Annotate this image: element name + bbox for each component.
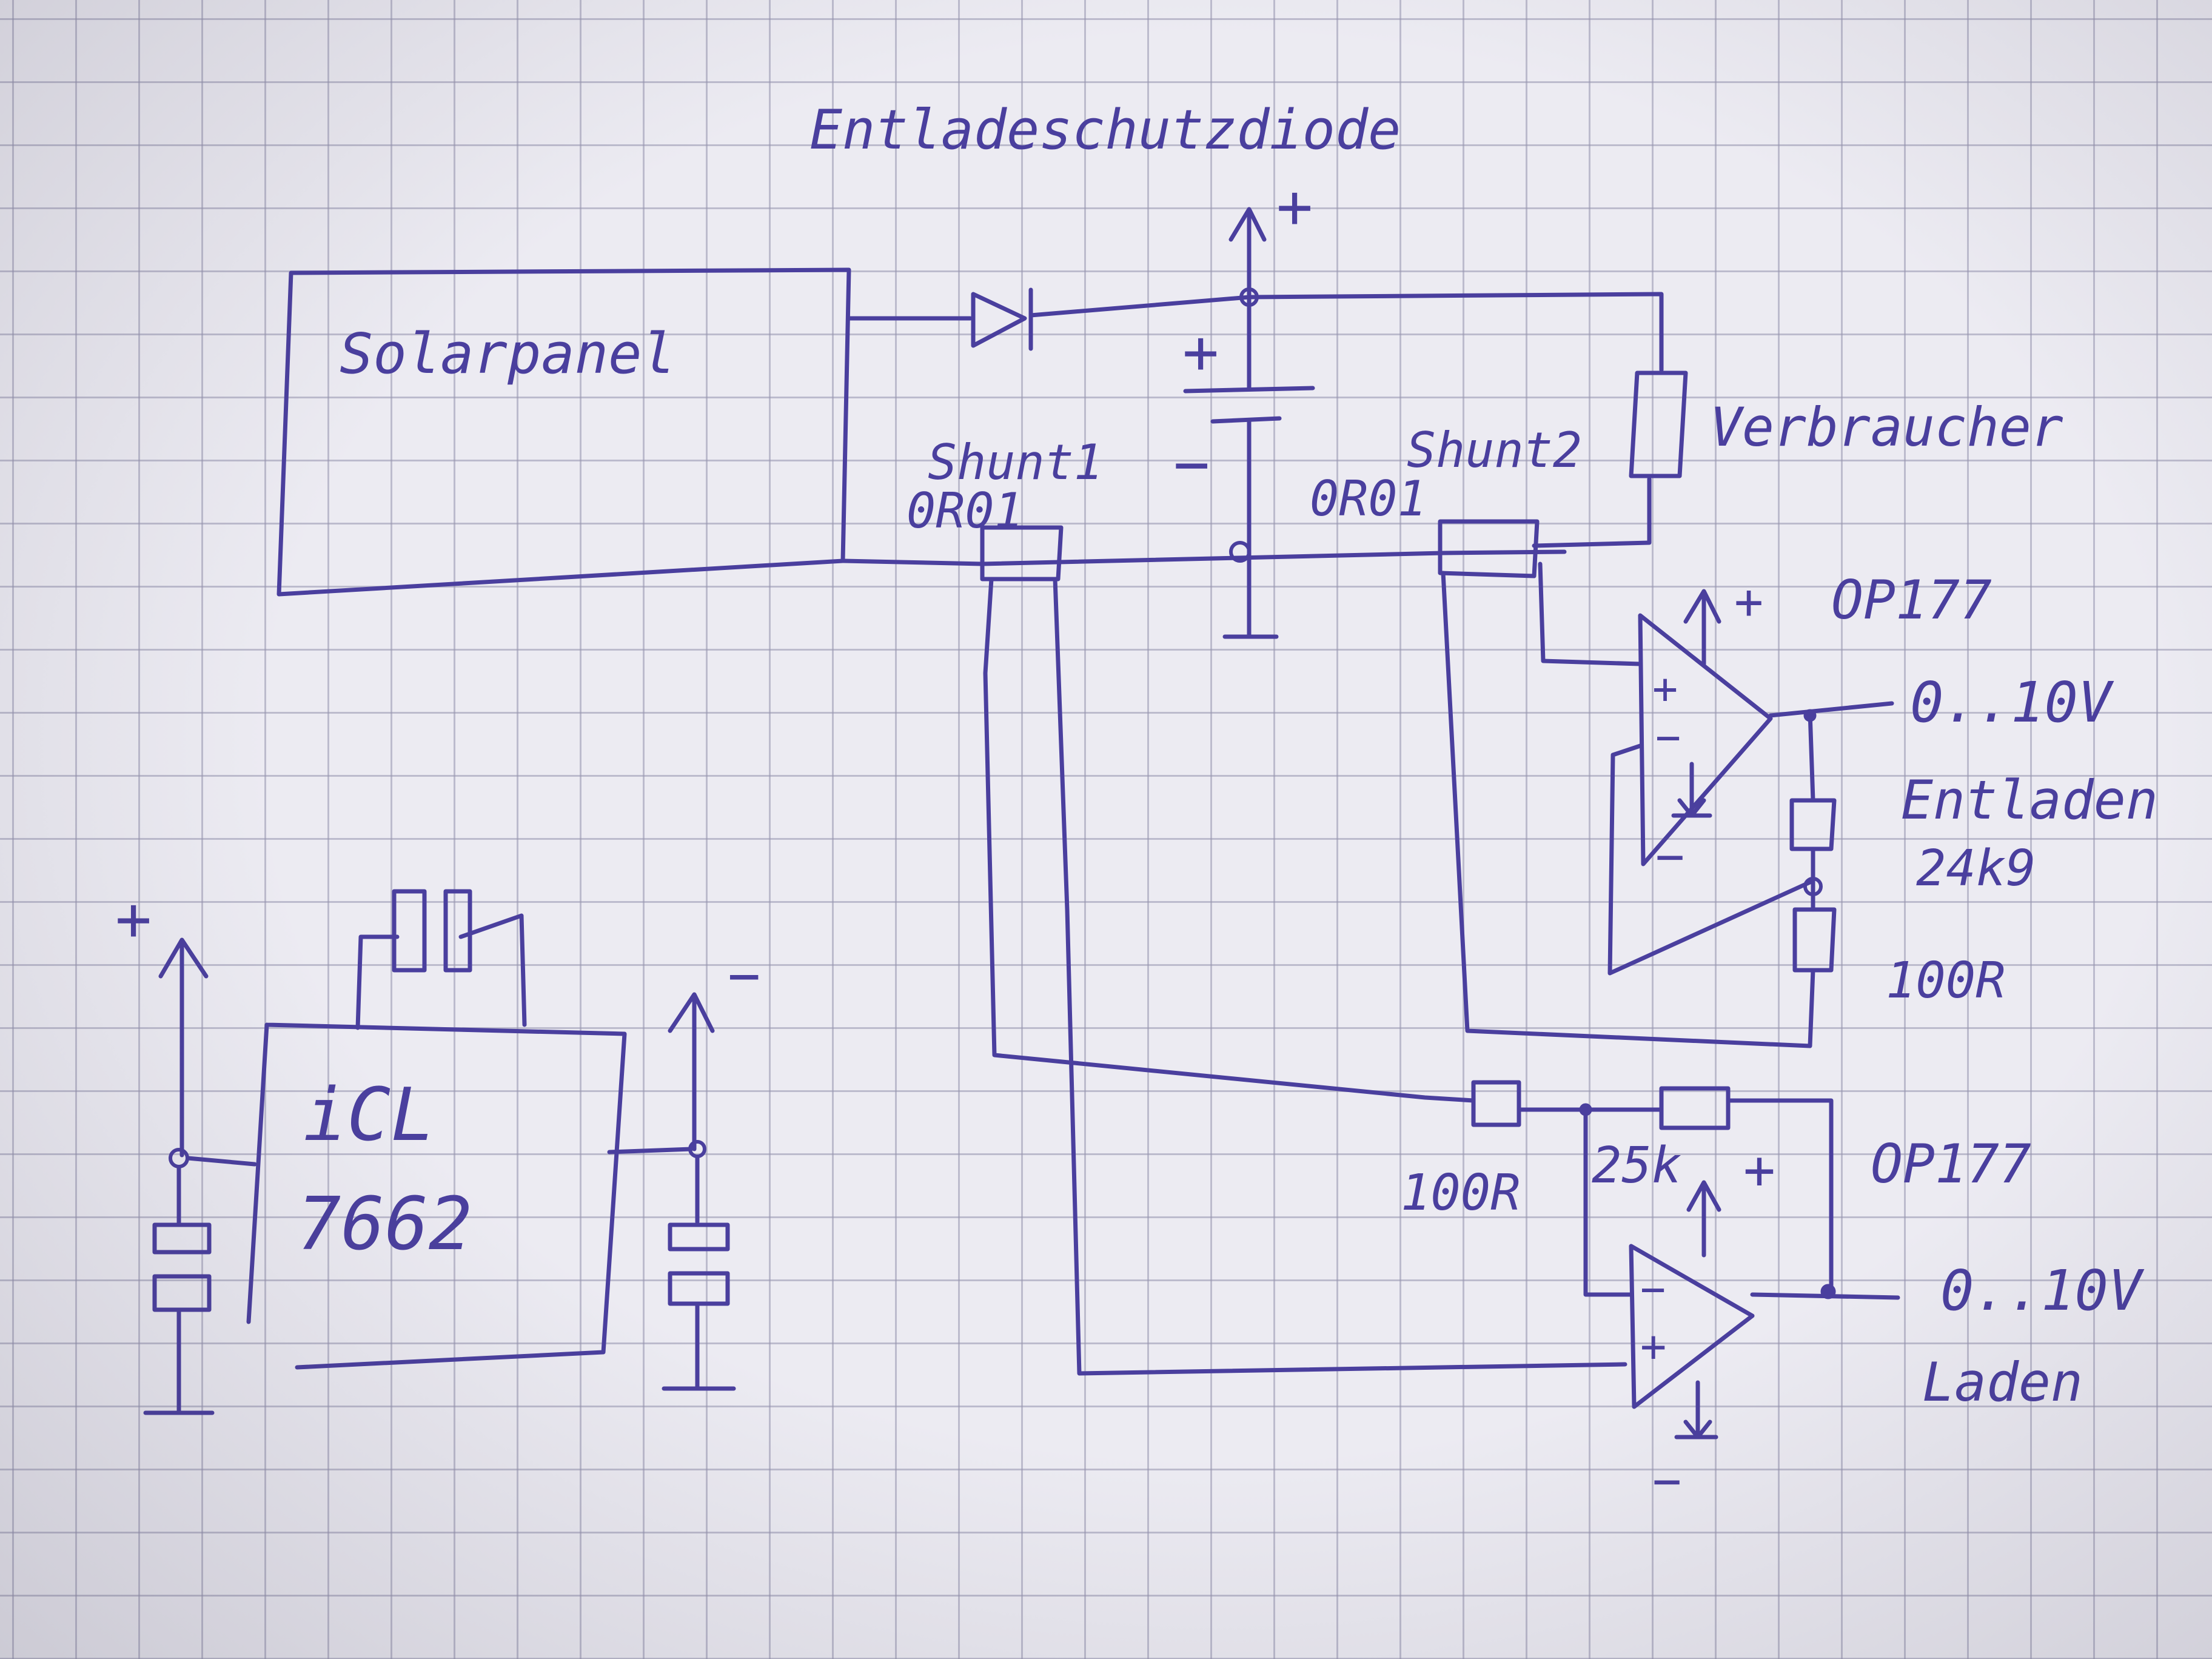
r-100r-bottom <box>1471 1080 1521 1127</box>
shunt1-body <box>980 525 1064 581</box>
shunt1-sense-wires <box>983 577 1627 1376</box>
shunt2-value-label: 0R01 <box>1310 471 1427 527</box>
icl-line1-label: iCL <box>303 1073 435 1158</box>
icl-plus-label: + <box>115 883 152 954</box>
shunt2-label: Shunt2 <box>1407 422 1582 478</box>
opamp2-in-plus-label: + <box>1640 1321 1666 1372</box>
opamp2-feedback <box>1583 1098 1834 1297</box>
battery-plate-short <box>1210 416 1282 424</box>
icl7662-box <box>246 1022 627 1370</box>
opamp2-out-node <box>1820 1284 1836 1299</box>
r-100r-top <box>1792 907 1837 973</box>
battery-plus-label: + <box>1182 317 1219 387</box>
load-resistor <box>1629 370 1688 478</box>
top-rail <box>1028 292 1664 372</box>
r-100r-bottom-label: 100R <box>1401 1164 1520 1222</box>
opamp1-supply <box>1683 589 1721 666</box>
icl-capacitor-top <box>355 889 527 1030</box>
opamp1-in-minus-label: − <box>1655 712 1681 762</box>
icl-minus-arrow <box>668 992 715 1151</box>
opamp1-output <box>1768 701 1894 803</box>
load-bottom-wire <box>1532 477 1652 548</box>
solar-panel-label: Solarpanel <box>340 321 675 386</box>
out1-range-label: 0..10V <box>1910 670 2114 735</box>
r-24k9-label: 24k9 <box>1916 840 2036 897</box>
plus-top-label: + <box>1276 171 1313 242</box>
out1-name-label: Entladen <box>1901 769 2158 831</box>
icl-plus-node <box>169 1148 189 1168</box>
shunt2-sense-wires <box>1441 561 1815 1048</box>
out2-range-label: 0..10V <box>1940 1258 2145 1323</box>
opamp1-feedback <box>1607 743 1812 976</box>
opamp1-label: OP177 <box>1831 569 1992 631</box>
opamp2-supply <box>1686 1180 1721 1258</box>
opamp1-ground <box>1671 762 1712 818</box>
opamp2-ground <box>1674 1380 1718 1439</box>
load-label: Verbraucher <box>1710 396 2063 458</box>
opamp1-out-node <box>1803 709 1817 722</box>
r-100r-top-label: 100R <box>1886 952 2005 1010</box>
diode-title-label: Entladeschutzdiode <box>809 98 1401 162</box>
shunt1-label: Shunt1 <box>928 434 1103 491</box>
opamp1-neg-supply-label: − <box>1655 828 1684 885</box>
opamp2-in-minus-label: − <box>1640 1264 1666 1314</box>
labels: Entladeschutzdiode Solarpanel + + − Verb… <box>115 98 2158 1509</box>
opamp2-supply-label: + <box>1743 1139 1775 1201</box>
bottom-node <box>1229 541 1251 563</box>
opamp2-label: OP177 <box>1871 1133 2031 1195</box>
diode-symbol <box>971 292 1027 348</box>
shunt2-body <box>1438 519 1540 578</box>
icl-plus-wire <box>186 1156 257 1167</box>
icl-minus-label: − <box>728 944 760 1008</box>
icl-plus-arrow <box>158 937 209 1158</box>
icl-plus-capacitor <box>143 1165 215 1415</box>
out2-name-label: Laden <box>1922 1351 2083 1413</box>
r-24k9 <box>1789 798 1837 851</box>
icl-line2-label: 7662 <box>297 1182 472 1267</box>
opamp1-in-plus-label: + <box>1652 664 1678 714</box>
plus-arrow <box>1228 207 1267 300</box>
icl-minus-capacitor <box>662 1156 736 1391</box>
r-25k-label: 25k <box>1592 1137 1681 1195</box>
opamp1-triangle <box>1638 613 1773 866</box>
shunt1-value-label: 0R01 <box>907 483 1024 539</box>
bottom-rail <box>840 549 1567 566</box>
opamp2-triangle <box>1629 1244 1755 1409</box>
solar-panel-box <box>276 267 851 597</box>
opamp2-neg-supply-label: − <box>1652 1453 1681 1509</box>
battery-plate-long <box>1183 386 1315 394</box>
icl-minus-wire <box>607 1147 694 1155</box>
wires <box>143 207 1900 1439</box>
opamp1-supply-label: + <box>1734 574 1763 630</box>
battery-minus-label: − <box>1173 429 1210 500</box>
r-25k <box>1659 1086 1731 1130</box>
